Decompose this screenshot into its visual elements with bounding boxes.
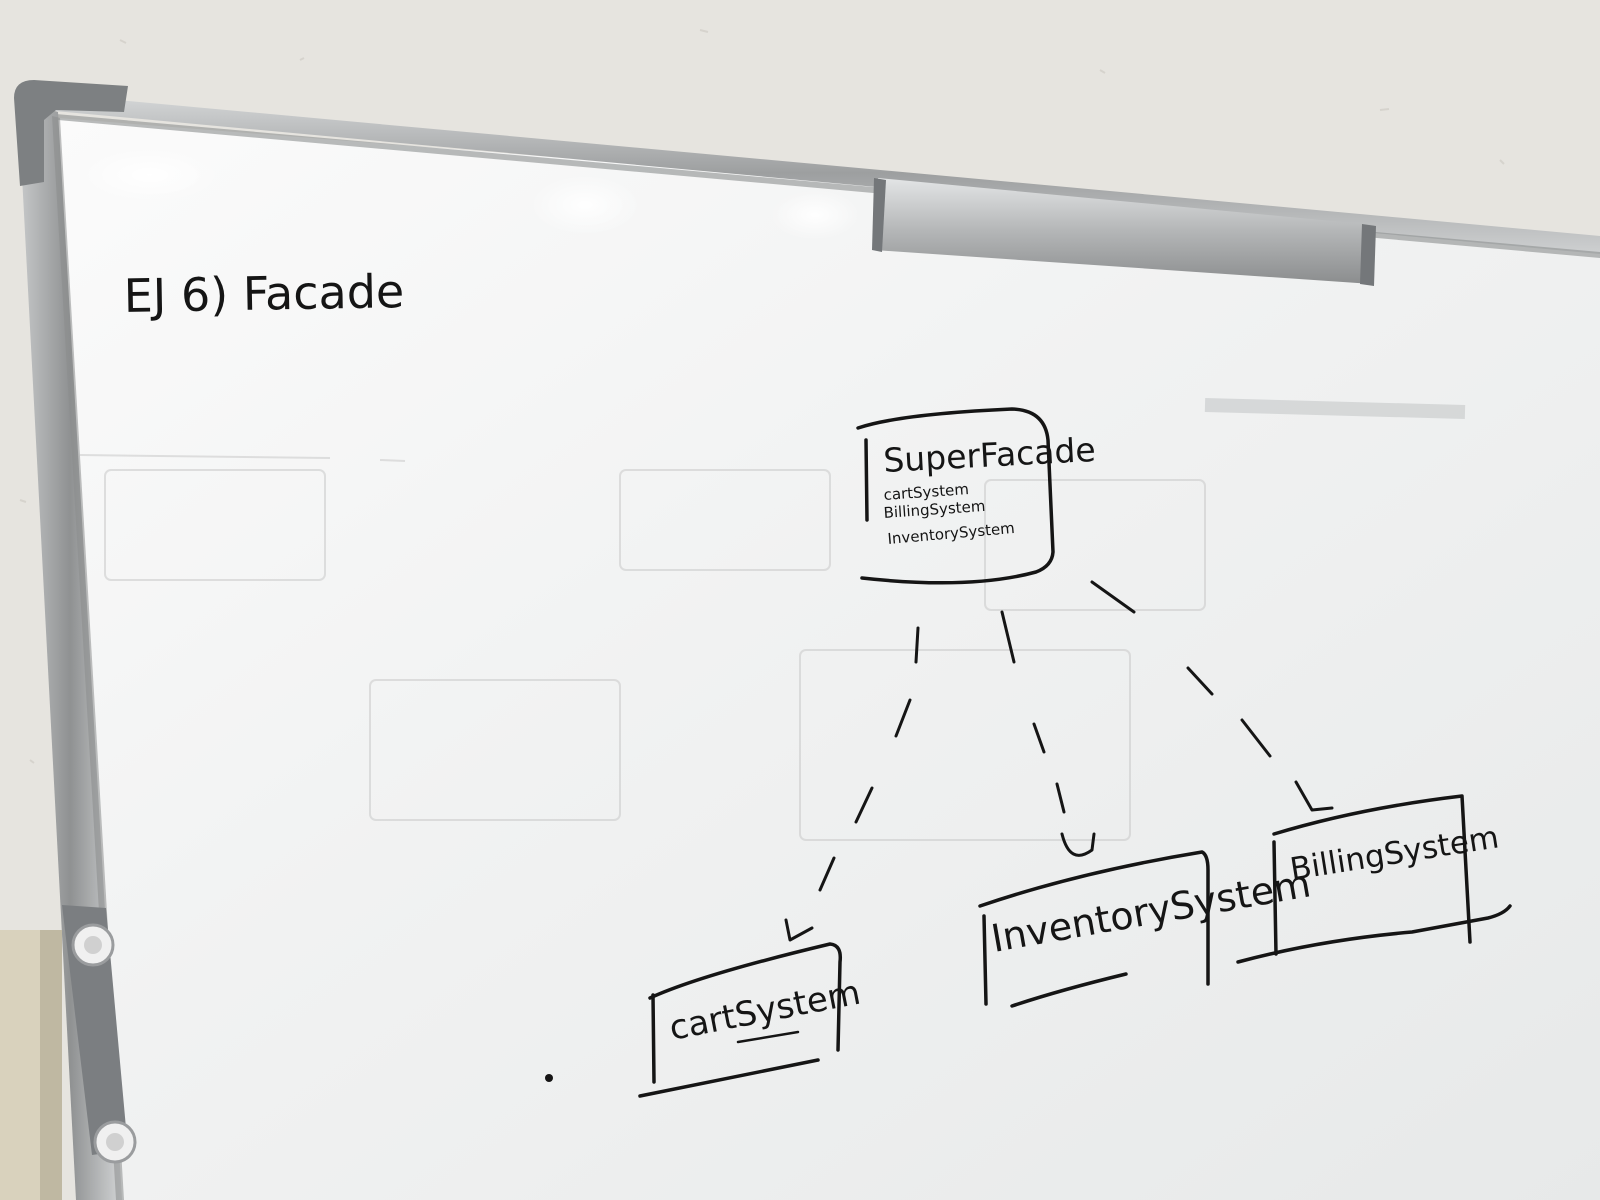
superfacade-attribute: cartSystem: [883, 480, 969, 504]
superfacade-box-left-edge: [864, 438, 869, 522]
stand-knob: [84, 936, 102, 954]
marker-dot: [545, 1074, 553, 1082]
ghost-scribble: [1204, 398, 1466, 419]
superfacade-box: [856, 407, 1055, 585]
eraser-clip-edge: [872, 178, 886, 252]
wall-texture: [19, 29, 1505, 764]
stand-post-shade: [40, 930, 62, 1200]
whiteboard-surface: [58, 118, 1600, 1200]
cart-box: [648, 942, 843, 1052]
glare: [530, 175, 640, 235]
stand-bracket: [62, 905, 128, 1155]
cart-box-left-edge: [651, 993, 656, 1084]
billing-box-bottom: [1236, 904, 1512, 964]
stand-knob: [106, 1133, 124, 1151]
arrow-to-inventory: [1000, 610, 1096, 857]
billing-box: [1272, 794, 1472, 944]
billing-box-left-edge: [1272, 840, 1278, 956]
eraser-clip-edge: [1360, 224, 1376, 286]
board-title: EJ 6) Facade: [123, 264, 404, 323]
arrow-to-billing: [1090, 580, 1334, 812]
arrow-to-cart: [784, 626, 920, 942]
inventory-box: [978, 850, 1210, 986]
inventory-box-left-edge: [982, 914, 988, 1006]
ghost-marks: [79, 454, 1206, 841]
cart-box-bottom: [638, 1058, 820, 1098]
inventory-box-bottom: [1010, 972, 1128, 1008]
cart-underline: [736, 1030, 800, 1044]
glare: [770, 190, 860, 240]
glare: [80, 147, 220, 203]
frame-corner-cap: [14, 80, 128, 186]
eraser-clip: [874, 178, 1374, 284]
